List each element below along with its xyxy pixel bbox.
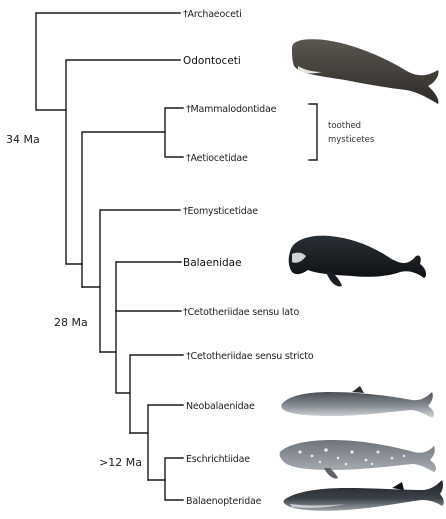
tree-branches xyxy=(36,13,183,500)
right-whale-icon xyxy=(289,236,426,287)
taxon-label: †Aetiocetidae xyxy=(186,153,248,164)
gray-whale-icon xyxy=(280,440,436,479)
branch-balaenidae xyxy=(116,262,181,311)
age-label-crown: >12 Ma xyxy=(99,456,142,469)
taxon-label: †Cetotheriidae sensu lato xyxy=(183,307,299,318)
sperm-whale-icon xyxy=(292,39,439,104)
taxon-label: Balaenopteridae xyxy=(186,496,262,507)
taxon-label: Neobalaenidae xyxy=(186,401,255,412)
pygmy-right-whale-icon xyxy=(281,386,434,418)
taxon-label: †Mammalodontidae xyxy=(186,104,277,115)
taxon-label: Eschrichtiidae xyxy=(186,454,250,465)
branch-eomysticetidae xyxy=(100,210,180,352)
rorqual-whale-icon xyxy=(284,480,444,511)
branch-root xyxy=(36,13,180,110)
branch-toothed-pair xyxy=(165,108,183,157)
taxon-label: †Cetotheriidae sensu stricto xyxy=(186,351,314,362)
branch-node-116 xyxy=(116,311,130,393)
branch-eschrichtiidae xyxy=(165,458,183,500)
toothed-bracket xyxy=(309,104,317,160)
taxon-label: †Eomysticetidae xyxy=(183,206,258,217)
age-label-mid: 28 Ma xyxy=(54,316,88,329)
branch-node-66 xyxy=(66,60,180,264)
taxon-label: Odontoceti xyxy=(183,55,241,67)
bracket-note-line1: toothed xyxy=(328,121,361,131)
bracket-note-line2: mysticetes xyxy=(328,135,375,145)
age-label-root: 34 Ma xyxy=(6,133,40,146)
branch-sensu-stricto xyxy=(130,355,183,433)
taxon-label: †Archaeoceti xyxy=(183,9,242,20)
taxon-label: Balaenidae xyxy=(183,257,242,269)
